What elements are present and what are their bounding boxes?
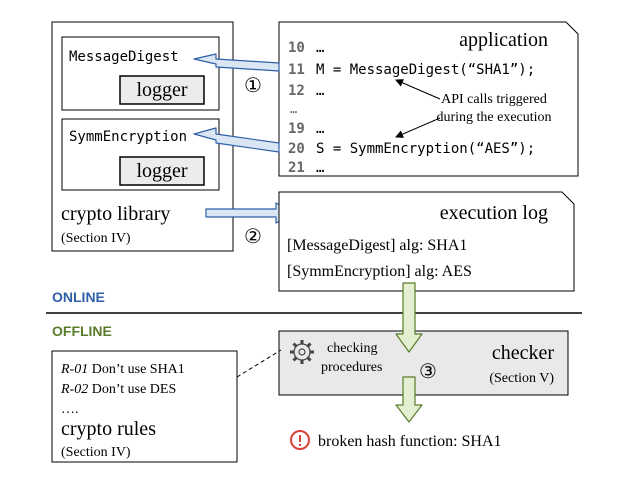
annotation-arrow — [395, 79, 441, 100]
rules-ellipsis: …. — [61, 402, 79, 417]
call-arrow-messagedigest — [193, 53, 280, 72]
log-entry: [MessageDigest] alg: SHA1 — [287, 237, 467, 254]
log-to-checker-arrow — [395, 282, 423, 353]
rule-item: R-02 Don’t use DES — [60, 382, 176, 397]
annotation-arrow — [395, 117, 441, 138]
code-line: M = MessageDigest(“SHA1”); — [316, 62, 535, 78]
checker-panel: checking procedures ③ checker (Section V… — [278, 330, 569, 396]
line-number: 11 — [288, 62, 305, 78]
result-text: broken hash function: SHA1 — [318, 433, 502, 450]
step-three-marker: ③ — [419, 361, 437, 383]
checker-title: checker — [492, 342, 555, 364]
code-line: … — [316, 83, 324, 99]
code-line: … — [316, 121, 324, 137]
gear-icon — [290, 340, 314, 364]
crypto-rules-title: crypto rules — [61, 418, 156, 440]
checker-section: (Section V) — [489, 371, 554, 386]
code-line: … — [316, 40, 324, 56]
alert-icon — [290, 430, 310, 450]
checking-procedures-label: procedures — [321, 360, 382, 375]
rule-item: R-01 Don’t use SHA1 — [60, 362, 185, 377]
messagedigest-label: MessageDigest — [69, 49, 179, 65]
crypto-library-section: (Section IV) — [61, 231, 131, 246]
symmencryption-label: SymmEncryption — [69, 129, 187, 145]
crypto-rules-section: (Section IV) — [61, 445, 131, 460]
line-number: 20 — [288, 141, 305, 157]
online-label: ONLINE — [52, 289, 105, 305]
line-number: 10 — [288, 40, 305, 56]
code-line: … — [316, 160, 324, 176]
logger-label: logger — [136, 160, 187, 182]
checking-procedures-label: checking — [327, 341, 378, 356]
logger-box — [119, 75, 205, 105]
execution-log-panel: execution log [MessageDigest] alg: SHA1 … — [278, 191, 575, 292]
line-number: … — [290, 102, 297, 116]
logger-box — [119, 156, 205, 186]
crypto-library-title: crypto library — [61, 203, 170, 225]
checker-to-result-arrow — [395, 376, 423, 423]
line-number: 12 — [288, 83, 305, 99]
code-line: S = SymmEncryption(“AES”); — [316, 141, 535, 157]
api-annotation: during the execution — [436, 110, 551, 125]
logger-label: logger — [136, 79, 187, 101]
api-annotation: API calls triggered — [441, 92, 547, 107]
application-panel: application 10 … 11 M = MessageDigest(“S… — [278, 21, 579, 177]
rules-link — [236, 349, 282, 378]
line-number: 19 — [288, 121, 305, 137]
step-one-marker: ① — [244, 75, 262, 97]
line-number: 21 — [288, 160, 305, 176]
result: broken hash function: SHA1 — [290, 430, 502, 450]
application-title: application — [459, 29, 548, 51]
log-entry: [SymmEncryption] alg: AES — [287, 263, 472, 280]
crypto-rules-panel: R-01 Don’t use SHA1 R-02 Don’t use DES …… — [51, 350, 238, 463]
execution-log-title: execution log — [440, 202, 548, 224]
offline-label: OFFLINE — [52, 323, 112, 339]
call-arrow-symmencryption — [193, 127, 280, 153]
step-two-marker: ② — [244, 226, 262, 248]
